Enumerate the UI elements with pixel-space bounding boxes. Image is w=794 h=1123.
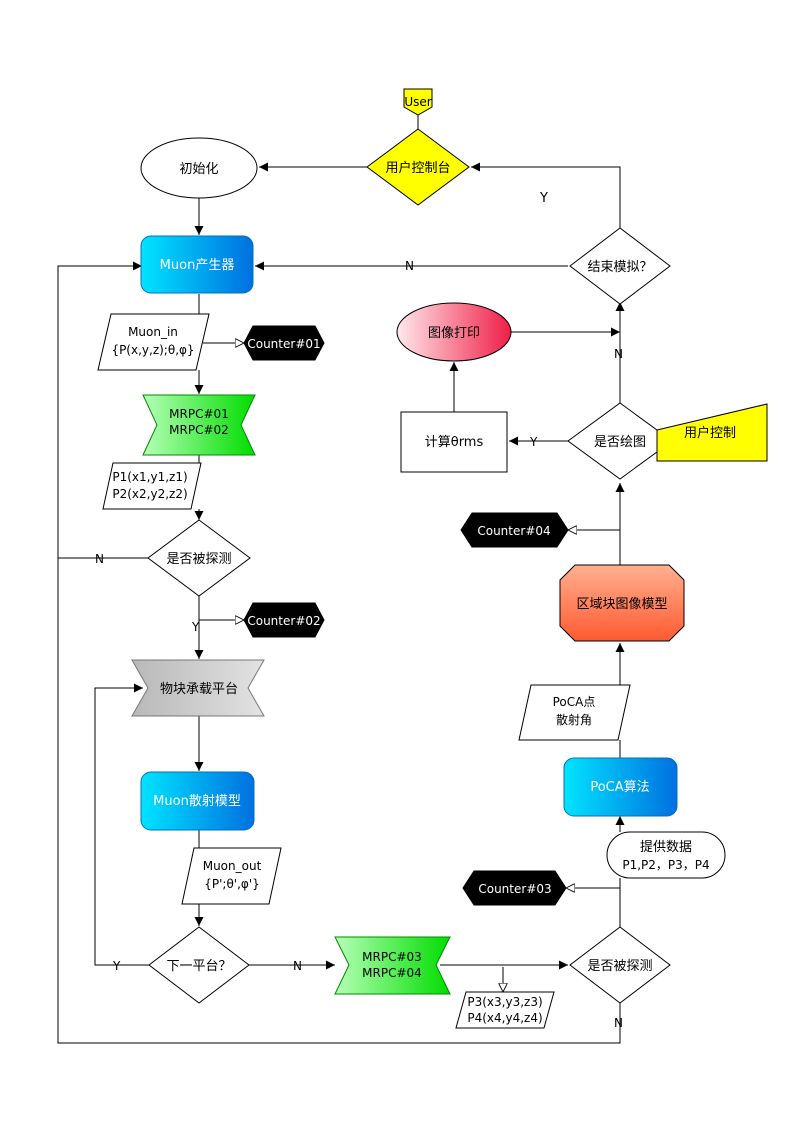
label-end-yes: Y — [539, 191, 548, 206]
calc-label: 计算θrms — [425, 435, 484, 450]
next-platform-label: 下一平台？ — [166, 959, 231, 974]
label-next-yes: Y — [112, 959, 121, 973]
region-model-label: 区域块图像模型 — [576, 597, 667, 612]
poca-label: PoCA算法 — [590, 780, 649, 795]
poca-output-label-1: PoCA点 — [553, 695, 596, 709]
provide-data-label-1: 提供数据 — [640, 839, 692, 855]
mrpc34-label-1: MRPC#03 — [362, 950, 422, 964]
label-det2-no: N — [614, 1016, 623, 1030]
muon-generator-node: Muon产生器 — [140, 235, 254, 294]
mrpc34-label-2: MRPC#04 — [362, 966, 422, 980]
counter02-node: Counter#02 — [243, 602, 325, 638]
edge-labels: Y N N Y N Y Y N N — [95, 191, 623, 1030]
muon-out-label-2: {P';θ',φ'} — [204, 877, 260, 891]
user-control-label: 用户控制 — [684, 425, 736, 441]
console-node: 用户控制台 — [366, 128, 470, 206]
mrpc12-node: MRPC#01 MRPC#02 — [142, 394, 256, 456]
p34-label-1: P3(x3,y3,z3) — [467, 995, 542, 1009]
counter04-node: Counter#04 — [460, 512, 569, 548]
label-det1-no: N — [95, 552, 104, 566]
edges — [57, 115, 625, 1044]
print-label: 图像打印 — [428, 326, 480, 341]
edge-end-yes-console — [471, 162, 621, 228]
p12-node: P1(x1,y1,z1) P2(x2,y2,z2) — [102, 462, 202, 510]
label-end-no: N — [405, 259, 414, 273]
label-plot-yes: Y — [529, 435, 538, 449]
user-label: User — [404, 95, 431, 109]
muon-in-node: Muon_in {P(x,y,z);θ,φ} — [97, 313, 210, 371]
edge-detected2-no-loop — [57, 558, 621, 1044]
poca-output-label-2: 散射角 — [556, 712, 592, 727]
p34-label-2: P4(x4,y4,z4) — [467, 1011, 542, 1025]
p12-label-1: P1(x1,y1,z1) — [112, 470, 187, 484]
counter03-node: Counter#03 — [462, 870, 567, 906]
scatter-model-node: Muon散射模型 — [140, 771, 255, 831]
platform-label: 物块承载平台 — [160, 682, 238, 697]
counter03-label: Counter#03 — [478, 882, 551, 896]
edge-detected1-no-loop — [57, 261, 148, 559]
muon-out-label-1: Muon_out — [203, 859, 262, 873]
muon-generator-label: Muon产生器 — [160, 258, 235, 273]
counter01-label: Counter#01 — [247, 337, 320, 351]
detected1-label: 是否被探测 — [166, 552, 231, 567]
user-control-node: 用户控制 — [656, 403, 768, 462]
label-plot-no: N — [614, 347, 623, 361]
poca-node: PoCA算法 — [563, 757, 678, 817]
muon-in-label-1: Muon_in — [128, 325, 178, 339]
provide-data-label-2: P1,P2，P3，P4 — [622, 858, 709, 872]
end-question-label: 结束模拟？ — [587, 260, 652, 275]
poca-output-node: PoCA点 散射角 — [518, 684, 631, 741]
label-next-no: N — [293, 959, 302, 973]
scatter-model-label: Muon散射模型 — [153, 793, 241, 809]
p34-node: P3(x3,y3,z3) P4(x4,y4,z4) — [455, 991, 555, 1029]
end-question-node: 结束模拟？ — [569, 227, 671, 305]
counter04-label: Counter#04 — [477, 524, 550, 538]
muon-in-label-2: {P(x,y,z);θ,φ} — [111, 343, 194, 357]
region-model-node: 区域块图像模型 — [559, 564, 685, 642]
provide-data-node: 提供数据 P1,P2，P3，P4 — [606, 831, 726, 879]
init-node: 初始化 — [140, 137, 258, 199]
plot-question-label: 是否绘图 — [594, 435, 646, 450]
counter01-node: Counter#01 — [243, 325, 325, 361]
mrpc12-label-1: MRPC#01 — [169, 407, 229, 421]
platform-node: 物块承载平台 — [131, 659, 265, 717]
calc-node: 计算θrms — [400, 411, 508, 473]
console-label: 用户控制台 — [385, 160, 450, 176]
label-det1-yes: Y — [191, 620, 200, 634]
detected2-label: 是否被探测 — [587, 959, 652, 974]
next-platform-node: 下一平台？ — [148, 926, 250, 1004]
p12-label-2: P2(x2,y2,z2) — [112, 487, 187, 501]
edge-detected1-counter02 — [198, 596, 244, 620]
print-node: 图像打印 — [396, 302, 512, 362]
mrpc12-label-2: MRPC#02 — [169, 423, 229, 437]
user-node: User — [403, 88, 433, 116]
init-label: 初始化 — [179, 162, 218, 177]
mrpc34-node: MRPC#03 MRPC#04 — [334, 936, 451, 995]
muon-out-node: Muon_out {P';θ',φ'} — [181, 847, 282, 905]
edge-next-yes-loop — [94, 683, 149, 966]
detected2-node: 是否被探测 — [569, 926, 671, 1004]
plot-question-node: 是否绘图 — [567, 402, 673, 480]
counter02-label: Counter#02 — [247, 614, 320, 628]
detected1-node: 是否被探测 — [147, 519, 251, 597]
